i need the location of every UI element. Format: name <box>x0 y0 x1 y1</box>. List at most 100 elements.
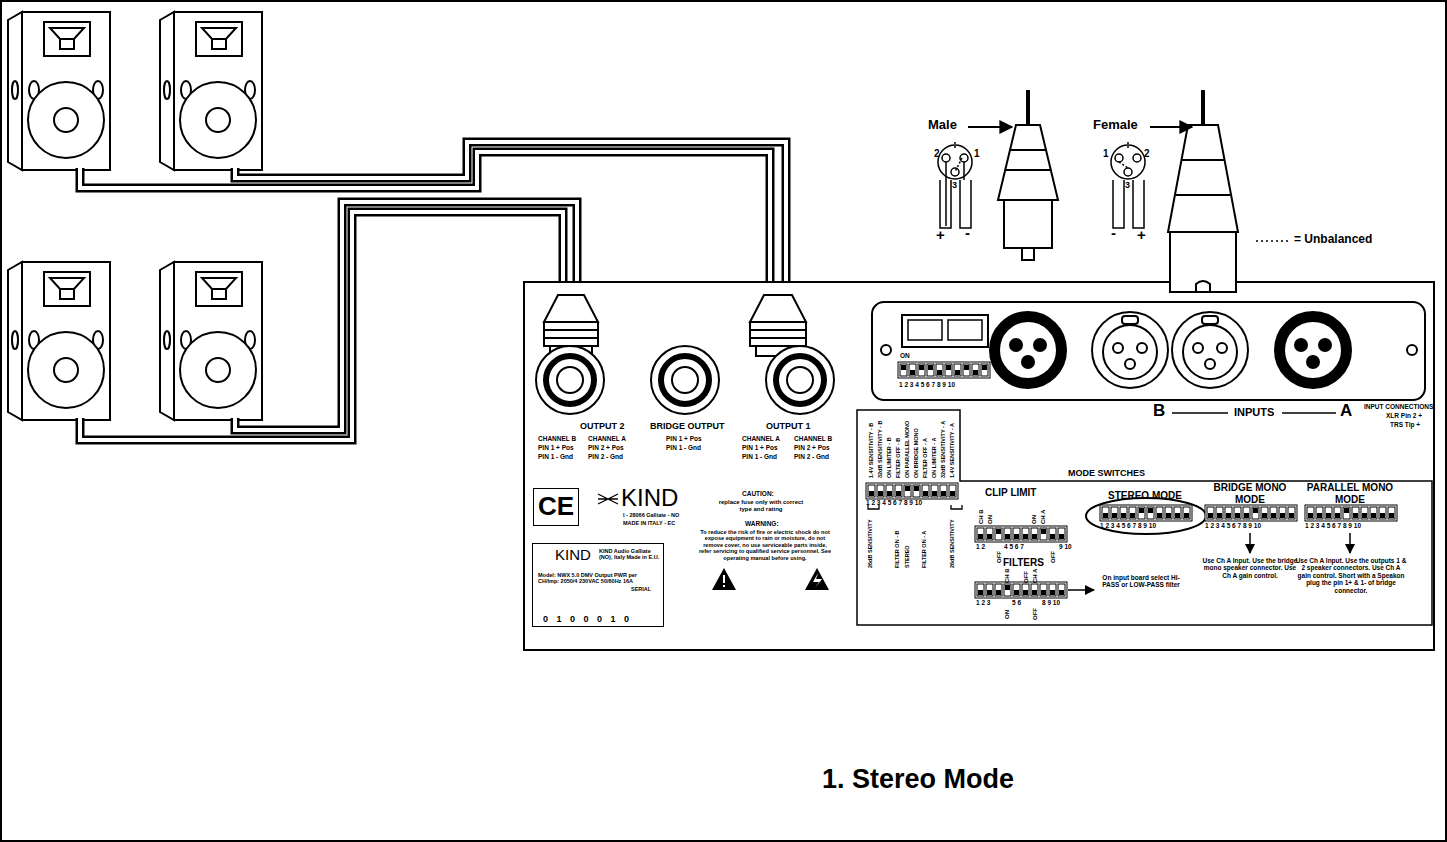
panel-label: Female <box>1093 118 1138 133</box>
node-text: SERIAL <box>631 586 651 592</box>
switch-label: FILTER OFF - B <box>896 438 902 478</box>
panel-label: PIN 1 - Gnd <box>538 453 573 460</box>
switch-label: OFF <box>1050 551 1056 563</box>
panel-label: OUTPUT 1 <box>766 421 811 431</box>
panel-label: PIN 2 - Gnd <box>794 453 829 460</box>
switch-label: CH A <box>1040 510 1046 524</box>
panel-label: 3 <box>1125 180 1130 190</box>
switch-label: OFF <box>1032 608 1038 620</box>
node-heading: KIND <box>555 546 591 563</box>
panel-label: PIN 1 - Gnd <box>742 453 777 460</box>
figure-caption: 1. Stereo Mode <box>822 764 1014 795</box>
panel-label: MADE IN ITALY - EC <box>623 520 675 526</box>
switch-label: ON LIMITER - A <box>932 438 938 478</box>
panel-label: Use Ch A Input. Use the bridge mono spea… <box>1200 557 1300 579</box>
panel-label: 4 5 6 7 <box>1004 543 1024 550</box>
panel-label: BRIDGE MONO MODE <box>1200 482 1300 505</box>
panel-label: PIN 1 - Gnd <box>666 444 701 451</box>
switch-label: CH B <box>1004 568 1010 583</box>
panel-label: 1 <box>974 148 980 160</box>
pointer-arrow <box>1150 126 1192 128</box>
panel-label: 2 <box>1144 148 1150 160</box>
pointer-arrow <box>968 126 1012 128</box>
switch-label: 32dB SENSITIVITY - B <box>878 421 884 478</box>
panel-label: PARALLEL MONO MODE <box>1297 482 1403 505</box>
panel-label: PIN 1 + Pos <box>666 435 702 442</box>
switch-label: 26dB SENSITIVITY <box>868 519 874 568</box>
switch-label: ON <box>1031 515 1037 524</box>
switch-label: ON BRIDGE MONO <box>914 428 920 478</box>
panel-label: On input board select HI-PASS or LOW-PAS… <box>1099 574 1183 589</box>
speaker-cabinet <box>160 262 262 420</box>
node-heading: MODE SWITCHES <box>1064 468 1149 478</box>
panel-label: INPUT CONNECTIONS: <box>1364 403 1436 410</box>
speakon-sockets <box>536 346 834 414</box>
switch-label: CH B <box>978 509 984 524</box>
panel-label: CHANNEL B <box>538 435 576 442</box>
panel-label: To reduce the risk of fire or electric s… <box>697 529 833 561</box>
panel-label: - <box>965 224 970 241</box>
panel-label: CAUTION: <box>742 490 774 497</box>
panel-label: 2 <box>934 148 940 160</box>
warning-triangles <box>712 568 829 590</box>
switch-label: 1.4V SENSITIVITY - B <box>869 423 875 478</box>
panel-label: BRIDGE OUTPUT <box>650 421 725 431</box>
panel-label: FILTERS <box>1003 557 1044 569</box>
panel-label: PIN 2 + Pos <box>794 444 830 451</box>
panel-label: STEREO MODE <box>1108 490 1182 502</box>
speaker-cabinet <box>8 12 110 170</box>
switch-label: ON <box>1004 610 1010 619</box>
panel-label: 1 2 3 4 5 6 7 8 9 10 <box>1205 522 1261 529</box>
panel-label: CLIP LIMIT <box>985 487 1036 499</box>
xlr-pinout <box>938 140 1145 228</box>
unbalanced-legend-line <box>1256 240 1290 242</box>
panel-label: 1 2 3 <box>976 599 990 606</box>
panel-label: 1 2 <box>976 543 985 550</box>
panel-label: INPUTS <box>1234 406 1274 419</box>
panel-label: replace fuse only with correct type and … <box>718 499 804 513</box>
rear-panel <box>524 282 1434 650</box>
switch-label: ON LIMITER - B <box>887 437 893 478</box>
stereo-highlight-ellipse <box>1086 498 1206 534</box>
switch-label: STEREO <box>905 545 911 568</box>
panel-label: + <box>936 226 945 243</box>
switch-label: FILTER ON - A <box>922 531 928 568</box>
switch-label: 26dB SENSITIVITY <box>950 519 956 568</box>
panel-label: CHANNEL A <box>742 435 780 442</box>
panel-label: A <box>1340 401 1352 421</box>
panel-label: OUTPUT 2 <box>580 421 625 431</box>
switch-label: 1.4V SENSITIVITY - A <box>950 423 956 478</box>
panel-label: PIN 2 - Gnd <box>588 453 623 460</box>
panel-label: TRS Tip + <box>1390 421 1420 428</box>
panel-label: Male <box>928 118 957 133</box>
panel-label: 1 <box>1103 148 1109 160</box>
panel-label: CHANNEL A <box>588 435 626 442</box>
panel-label: 5 6 <box>1012 599 1021 606</box>
switch-label: ON PARALLEL MONO <box>905 421 911 478</box>
panel-label: = Unbalanced <box>1294 233 1372 247</box>
switch-label: FILTER ON - B <box>895 531 901 568</box>
switch-label: CH A <box>1032 569 1038 583</box>
panel-label: + <box>1137 226 1146 243</box>
panel-label: I - 28066 Galliate - NO <box>623 512 679 518</box>
panel-label: CHANNEL B <box>794 435 832 442</box>
input-plate <box>872 302 1425 400</box>
panel-label: PIN 1 + Pos <box>538 444 574 451</box>
node-heading: CE <box>538 492 574 522</box>
panel-label: PIN 1 + Pos <box>742 444 778 451</box>
panel-label: B <box>1153 401 1165 421</box>
panel-label: KIND <box>621 484 678 512</box>
panel-label: 1 2 3 4 5 6 7 8 9 10 <box>1305 522 1361 529</box>
panel-label: 1 2 3 4 5 6 7 8 9 10 <box>899 381 955 388</box>
panel-label: PIN 2 + Pos <box>588 444 624 451</box>
panel-label: Use Ch A Input. Use the outputs 1 & 2 sp… <box>1294 557 1408 594</box>
panel-label: ON <box>900 352 910 359</box>
switch-label: OFF <box>996 551 1002 563</box>
panel-label: 1 2 3 4 5 6 7 8 9 10 <box>1100 522 1156 529</box>
panel-label: WARNING: <box>745 520 779 527</box>
panel-label: 3 <box>952 180 957 190</box>
xlr-plugs <box>998 90 1238 292</box>
rating-sticker: KINDKIND Audio Galliate (NO), Italy Made… <box>532 543 664 627</box>
switch-label: ON <box>987 515 993 524</box>
panel-label: 9 10 <box>1059 543 1072 550</box>
